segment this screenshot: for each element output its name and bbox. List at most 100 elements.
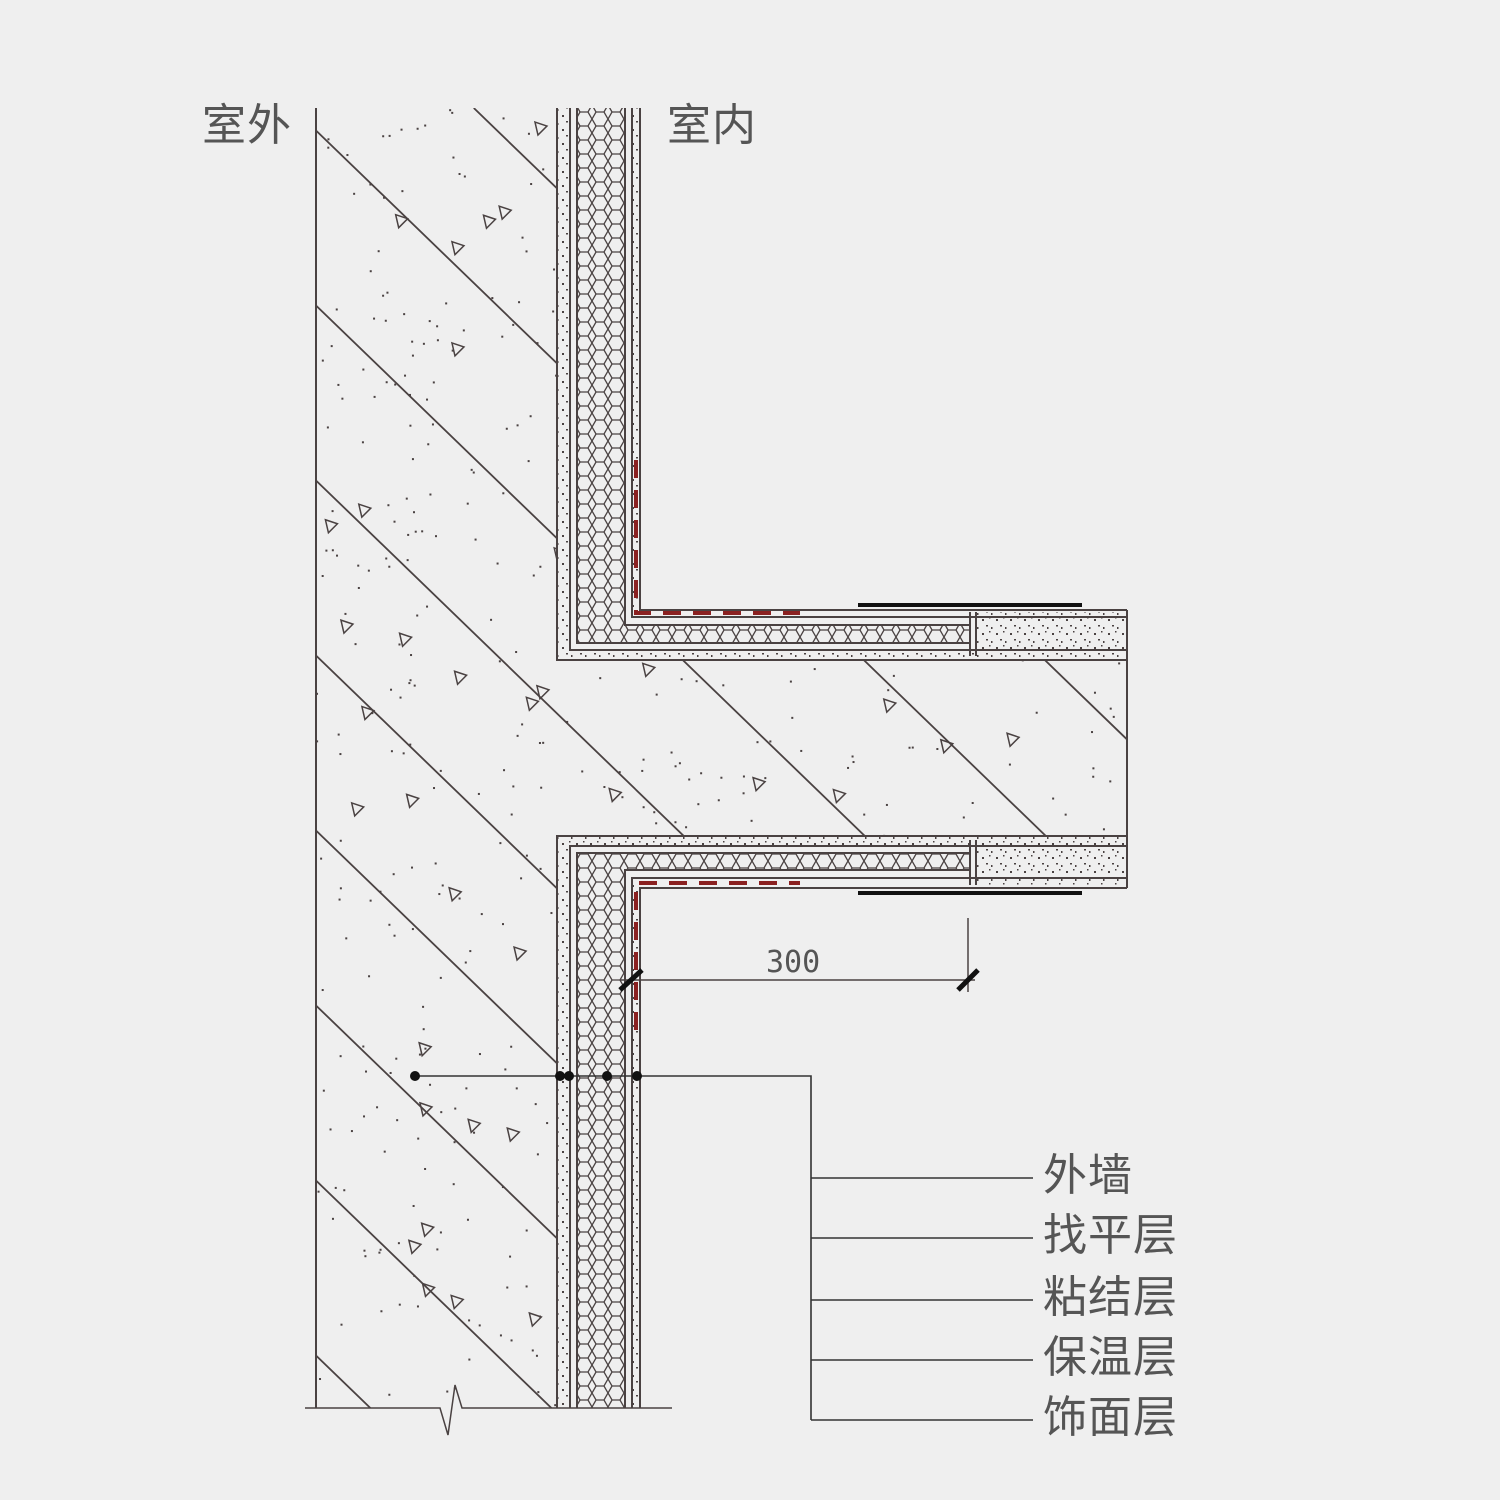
aggregate-dot xyxy=(937,968,940,971)
aggregate-dot xyxy=(1108,114,1111,117)
aggregate-dot xyxy=(707,243,710,246)
aggregate-dot xyxy=(702,1172,705,1175)
aggregate-dot xyxy=(1114,1076,1117,1079)
aggregate-dot xyxy=(998,296,1001,299)
aggregate-dot xyxy=(515,651,518,654)
aggregate-dot xyxy=(465,1087,468,1090)
aggregate-dot xyxy=(378,1251,381,1254)
aggregate-dot xyxy=(744,453,747,456)
aggregate-dot xyxy=(971,1081,974,1084)
aggregate-dot xyxy=(741,1161,744,1164)
aggregate-dot xyxy=(652,1051,655,1054)
aggregate-dot xyxy=(797,1027,800,1030)
aggregate-dot xyxy=(970,1067,973,1070)
aggregate-dot xyxy=(854,111,857,114)
aggregate-triangle xyxy=(934,440,949,457)
aggregate-dot xyxy=(976,359,979,362)
aggregate-dot xyxy=(339,839,342,842)
aggregate-dot xyxy=(655,822,658,825)
aggregate-dot xyxy=(516,424,519,427)
aggregate-dot xyxy=(964,1098,967,1101)
aggregate-dot xyxy=(894,215,897,218)
aggregate-dot xyxy=(340,1323,343,1326)
aggregate-dot xyxy=(401,190,404,193)
aggregate-dot xyxy=(960,550,963,553)
aggregate-triangle xyxy=(939,738,955,755)
aggregate-dot xyxy=(363,1249,366,1252)
dimension-label: 300 xyxy=(766,945,821,980)
aggregate-triangle xyxy=(418,1101,434,1118)
aggregate-dot xyxy=(1008,763,1011,766)
aggregate-dot xyxy=(416,614,419,617)
aggregate-dot xyxy=(470,468,473,471)
aggregate-dot xyxy=(539,867,542,870)
aggregate-dot xyxy=(515,1087,518,1090)
aggregate-dot xyxy=(1048,1004,1051,1007)
aggregate-dot xyxy=(1102,828,1105,831)
aggregate-dot xyxy=(518,301,521,304)
aggregate-dot xyxy=(466,1218,469,1221)
aggregate-dot xyxy=(953,1317,956,1320)
aggregate-dot xyxy=(1049,987,1052,990)
aggregate-dot xyxy=(316,692,319,695)
aggregate-dot xyxy=(1112,715,1115,718)
aggregate-dot xyxy=(338,898,341,901)
aggregate-dot xyxy=(510,813,513,816)
aggregate-dot xyxy=(968,1104,971,1107)
aggregate-dot xyxy=(708,1269,711,1272)
aggregate-dot xyxy=(696,582,699,585)
aggregate-triangle xyxy=(661,1110,676,1126)
aggregate-dot xyxy=(847,766,850,769)
aggregate-dot xyxy=(909,1317,912,1320)
aggregate-dot xyxy=(688,1231,691,1234)
aggregate-dot xyxy=(938,932,941,935)
aggregate-dot xyxy=(1032,169,1035,172)
aggregate-dot xyxy=(703,587,706,590)
aggregate-triangle xyxy=(924,1043,939,1059)
aggregate-dot xyxy=(861,491,864,494)
aggregate-dot xyxy=(743,1332,746,1335)
aggregate-dot xyxy=(1099,1267,1102,1270)
aggregate-dot xyxy=(785,549,788,552)
aggregate-dot xyxy=(472,471,475,474)
aggregate-dot xyxy=(958,461,961,464)
aggregate-dot xyxy=(383,1150,386,1153)
aggregate-dot xyxy=(512,323,515,326)
aggregate-dot xyxy=(756,741,759,744)
aggregate-dot xyxy=(885,126,888,129)
aggregate-dot xyxy=(436,1248,439,1251)
aggregate-triangle xyxy=(421,1282,436,1298)
aggregate-dot xyxy=(951,470,954,473)
aggregate-dot xyxy=(1116,307,1119,310)
aggregate-dot xyxy=(1034,555,1037,558)
aggregate-dot xyxy=(642,806,645,809)
aggregate-dot xyxy=(530,183,533,186)
aggregate-triangle xyxy=(782,238,798,254)
aggregate-dot xyxy=(405,497,408,500)
aggregate-dot xyxy=(1065,189,1068,192)
aggregate-dot xyxy=(687,406,690,409)
aggregate-dot xyxy=(887,689,890,692)
aggregate-dot xyxy=(446,1390,449,1393)
aggregate-dot xyxy=(399,696,402,699)
aggregate-dot xyxy=(730,448,733,451)
break-line xyxy=(305,1384,672,1436)
aggregate-dot xyxy=(393,934,396,937)
aggregate-dot xyxy=(463,175,466,178)
aggregate-dot xyxy=(329,1128,332,1131)
aggregate-dot xyxy=(394,383,397,386)
aggregate-triangle xyxy=(450,1294,465,1310)
aggregate-dot xyxy=(383,196,386,199)
aggregate-triangle xyxy=(1046,948,1061,965)
aggregate-dot xyxy=(478,1324,481,1327)
aggregate-dot xyxy=(498,660,501,663)
aggregate-dot xyxy=(946,187,949,190)
aggregate-dot xyxy=(1028,275,1031,278)
aggregate-dot xyxy=(396,1119,399,1122)
aggregate-dot xyxy=(422,342,425,345)
aggregate-dot xyxy=(468,1319,471,1322)
aggregate-dot xyxy=(890,982,893,985)
aggregate-dot xyxy=(452,1183,455,1186)
aggregate-dot xyxy=(369,183,372,186)
aggregate-dot xyxy=(1053,109,1056,112)
